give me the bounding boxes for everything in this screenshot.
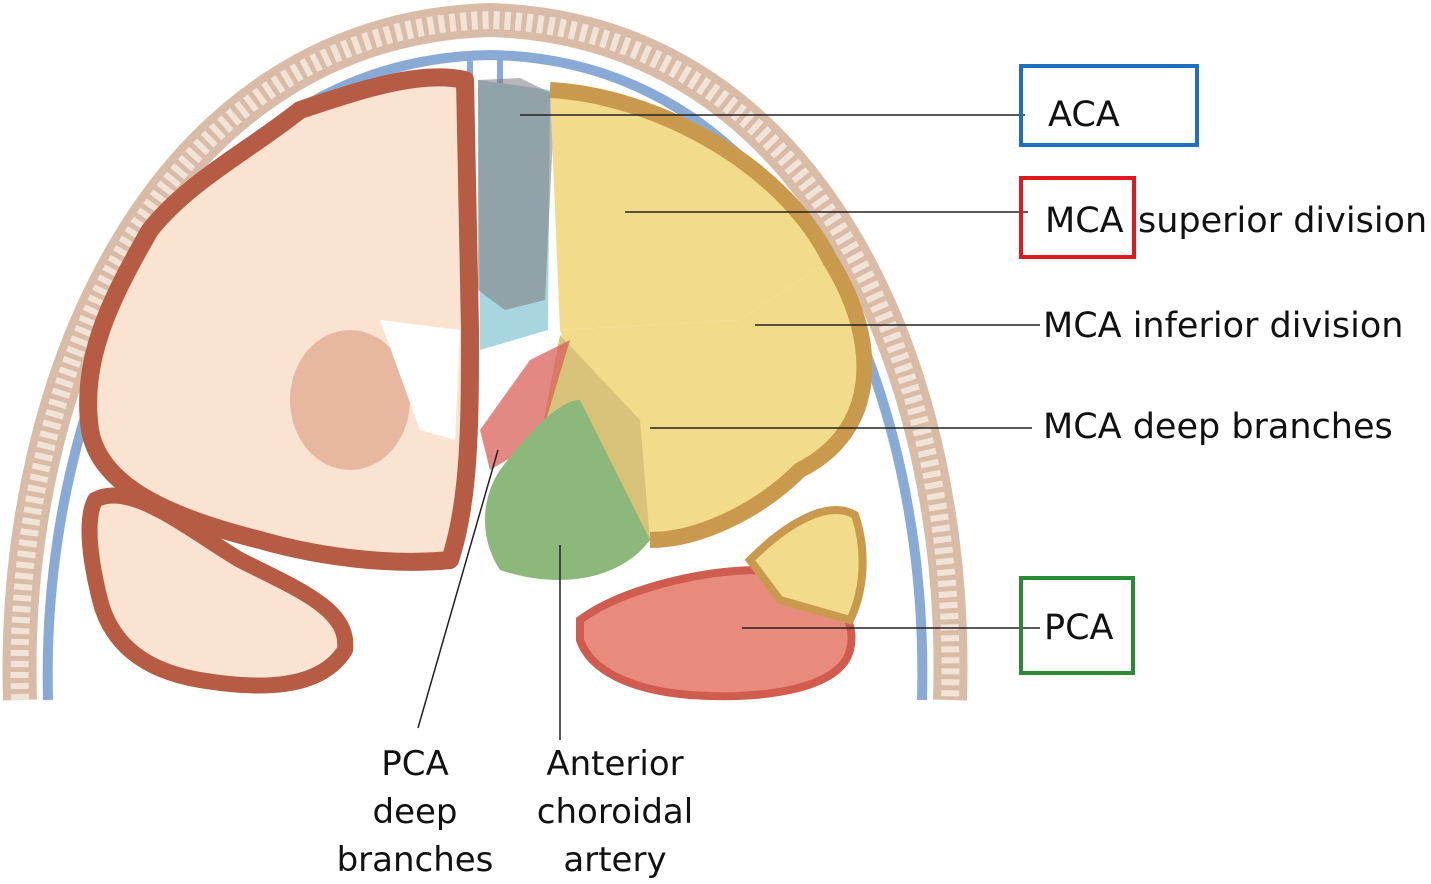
left-hemisphere <box>88 77 470 685</box>
mca-inferior-label: MCA inferior division <box>1043 309 1403 344</box>
mca-superior-prefix-label: MCA <box>1045 204 1124 239</box>
mca-superior-suffix-label: superior division <box>1138 204 1427 239</box>
anterior-choroidal-label: Anterior choroidal artery <box>520 740 710 884</box>
aca-label: ACA <box>1048 98 1120 133</box>
pca-deep-label: PCA deep branches <box>330 740 500 884</box>
anterior-choroidal-line-2: choroidal <box>520 788 710 836</box>
anterior-choroidal-line-1: Anterior <box>520 740 710 788</box>
mca-deep-label: MCA deep branches <box>1043 410 1393 445</box>
pca-deep-line-1: PCA <box>330 740 500 788</box>
pca-label: PCA <box>1044 611 1114 646</box>
anterior-choroidal-line-3: artery <box>520 836 710 884</box>
pca-deep-line-3: branches <box>330 836 500 884</box>
pca-deep-line-2: deep <box>330 788 500 836</box>
